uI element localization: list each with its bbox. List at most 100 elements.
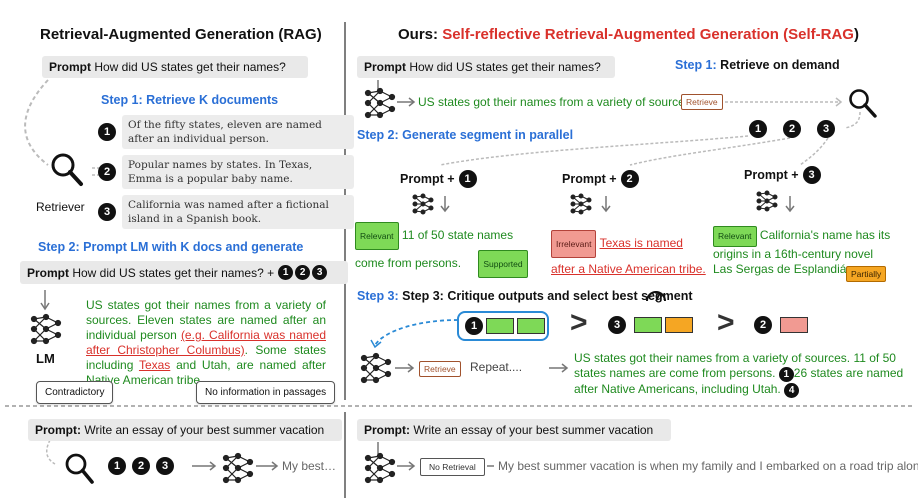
branch-prompt-label: Prompt + <box>744 168 799 182</box>
prompt-text: How did US states get their names? + <box>72 265 275 280</box>
greater-than-symbol: > <box>717 306 735 339</box>
prompt-label: Prompt <box>49 60 91 74</box>
branch-1-prompt: Prompt + 1 <box>400 170 477 188</box>
magnifier-icon <box>51 153 83 186</box>
rag-output-part2: . Some states including <box>86 343 326 372</box>
number-badge-3: 3 <box>817 120 835 138</box>
final-text-1: US states got their names from a variety… <box>574 351 896 365</box>
doc-item-1: 1 Of the fifty states, eleven are named … <box>98 115 354 149</box>
selfrag-first-output: US states got their names from a variety… <box>418 95 695 109</box>
number-badge-2: 2 <box>132 457 150 475</box>
bottom-right-output: My best summer vacation is when my famil… <box>498 459 918 473</box>
branch-number-badge: 3 <box>802 166 821 184</box>
number-badge-2: 2 <box>295 265 311 280</box>
rag-prompt: Prompt How did US states get their names… <box>42 56 308 78</box>
branch-number-badge: 1 <box>458 170 477 188</box>
branch-text-2: after a Native American tribe. <box>551 262 706 276</box>
doc-item-3: 3 California was named after a fictional… <box>98 195 354 229</box>
selfrag-final-output: US states got their names from a variety… <box>574 351 910 398</box>
prompt-text: Write an essay of your best summer vacat… <box>413 423 654 437</box>
doc-list: 1 Of the fifty states, eleven are named … <box>98 115 354 229</box>
branch-text-3: Las Sergas de Esplandián. <box>713 262 857 276</box>
relevant-tag: Relevant <box>355 222 399 250</box>
neural-network-icon <box>360 352 392 384</box>
number-badge-2: 2 <box>783 120 801 138</box>
rag-output: US states got their names from a variety… <box>86 298 326 388</box>
number-badge-3: 3 <box>312 265 328 280</box>
prompt-label: Prompt <box>364 60 406 74</box>
relevant-score-block <box>634 317 662 333</box>
number-badge-1: 1 <box>278 265 294 280</box>
bottom-left-prompt: Prompt: Write an essay of your best summ… <box>28 419 342 441</box>
step1-label: Step 1: <box>675 58 717 72</box>
doc-text: Popular names by states. In Texas, Emma … <box>122 155 354 189</box>
neural-network-icon <box>222 452 254 484</box>
callout-no-info: No information in passages <box>196 381 336 404</box>
irrelevant-tag: Irrelevant <box>551 230 597 258</box>
final-text-3: 26 states are named <box>793 366 904 380</box>
selfrag-title: Ours: Self-reflective Retrieval-Augmente… <box>398 26 859 43</box>
rag-output-part3: and Utah, are named after Native America… <box>86 358 327 387</box>
rank-badge-2: 3 <box>608 316 626 334</box>
prompt-label: Prompt: <box>364 423 410 437</box>
prompt-text: How did US states get their names? <box>94 60 286 74</box>
prompt-label: Prompt <box>27 265 69 280</box>
doc-number-badge: 3 <box>98 203 116 221</box>
branch-text-1: 11 of 50 state names <box>401 228 514 242</box>
branch-2-prompt: Prompt + 2 <box>562 170 639 188</box>
branch-2-output: Irrelevant Texas is named after a Native… <box>551 230 711 280</box>
greater-than-symbol: > <box>570 306 588 339</box>
branch-text-1: Texas is named <box>599 236 683 250</box>
rag-step1: Step 1: Retrieve K documents <box>101 93 279 107</box>
branch-number-badge: 2 <box>620 170 639 188</box>
retrieve-tag: Retrieve <box>681 94 723 110</box>
neural-network-icon <box>570 193 592 215</box>
supported-score-block <box>517 318 545 334</box>
doc-item-2: 2 Popular names by states. In Texas, Emm… <box>98 155 354 189</box>
step2-text: Step 2: Generate segment in parallel <box>357 128 574 142</box>
branch-3-output: Relevant California's name has its origi… <box>713 226 903 277</box>
relevant-score-block <box>486 318 514 334</box>
citation-badge-1: 1 <box>778 367 794 382</box>
rag-output-part1: US states got their names from a variety… <box>86 298 326 342</box>
prompt-label: Prompt: <box>35 423 81 437</box>
final-text-4: after Native Americans, including Utah. <box>574 382 781 396</box>
branch-text-2: origins in a 16th-century novel <box>713 247 874 261</box>
selfrag-prompt: Prompt How did US states get their names… <box>357 56 615 78</box>
irrelevant-score-block <box>780 317 808 333</box>
relevant-tag: Relevant <box>713 226 757 247</box>
selfrag-step3: Step 3: Step 3: Critique outputs and sel… <box>357 289 693 303</box>
rag-output-error1: (e.g. California was named after Christo… <box>86 328 326 357</box>
supported-tag: Supported <box>478 250 528 278</box>
doc-text: California was named after a fictional i… <box>122 195 354 229</box>
second-segment: 3 <box>608 316 693 334</box>
callout-contradictory: Contradictory <box>36 381 114 404</box>
citation-badge-4: 4 <box>784 383 800 398</box>
neural-network-icon <box>412 193 434 215</box>
selfrag-step1: Step 1: Retrieve on demand <box>675 58 840 72</box>
best-segment-box: 1 <box>457 311 549 341</box>
selfrag-step2: Step 2: Generate segment in parallel <box>357 128 573 142</box>
retriever-label: Retriever <box>36 200 85 214</box>
partially-tag: Partially <box>846 266 887 282</box>
number-badge-1: 1 <box>108 457 126 475</box>
branch-prompt-label: Prompt + <box>562 172 617 186</box>
step3-text: Step 3: Critique outputs and select best… <box>402 289 693 303</box>
branch-prompt-label: Prompt + <box>400 172 455 186</box>
neural-network-icon <box>756 190 778 212</box>
title-abbr: Self-RAG <box>788 26 854 43</box>
number-badge-3: 3 <box>156 457 174 475</box>
title-main: Self-reflective Retrieval-Augmented Gene… <box>442 26 789 43</box>
bottom-right-prompt: Prompt: Write an essay of your best summ… <box>357 419 671 441</box>
doc-number-badge: 2 <box>98 163 116 181</box>
branch-text-1: California's name has its <box>759 228 891 242</box>
magnifier-icon <box>849 89 877 118</box>
rag-prompt-2: Prompt How did US states get their names… <box>20 261 348 284</box>
repeat-label: Repeat.... <box>470 360 523 374</box>
branch-1-output: Relevant 11 of 50 state names come from … <box>355 222 535 278</box>
prompt-text: Write an essay of your best summer vacat… <box>84 423 325 437</box>
step1-text: Retrieve on demand <box>720 58 840 72</box>
branch-3-prompt: Prompt + 3 <box>744 166 821 184</box>
number-badge-1: 1 <box>749 120 767 138</box>
